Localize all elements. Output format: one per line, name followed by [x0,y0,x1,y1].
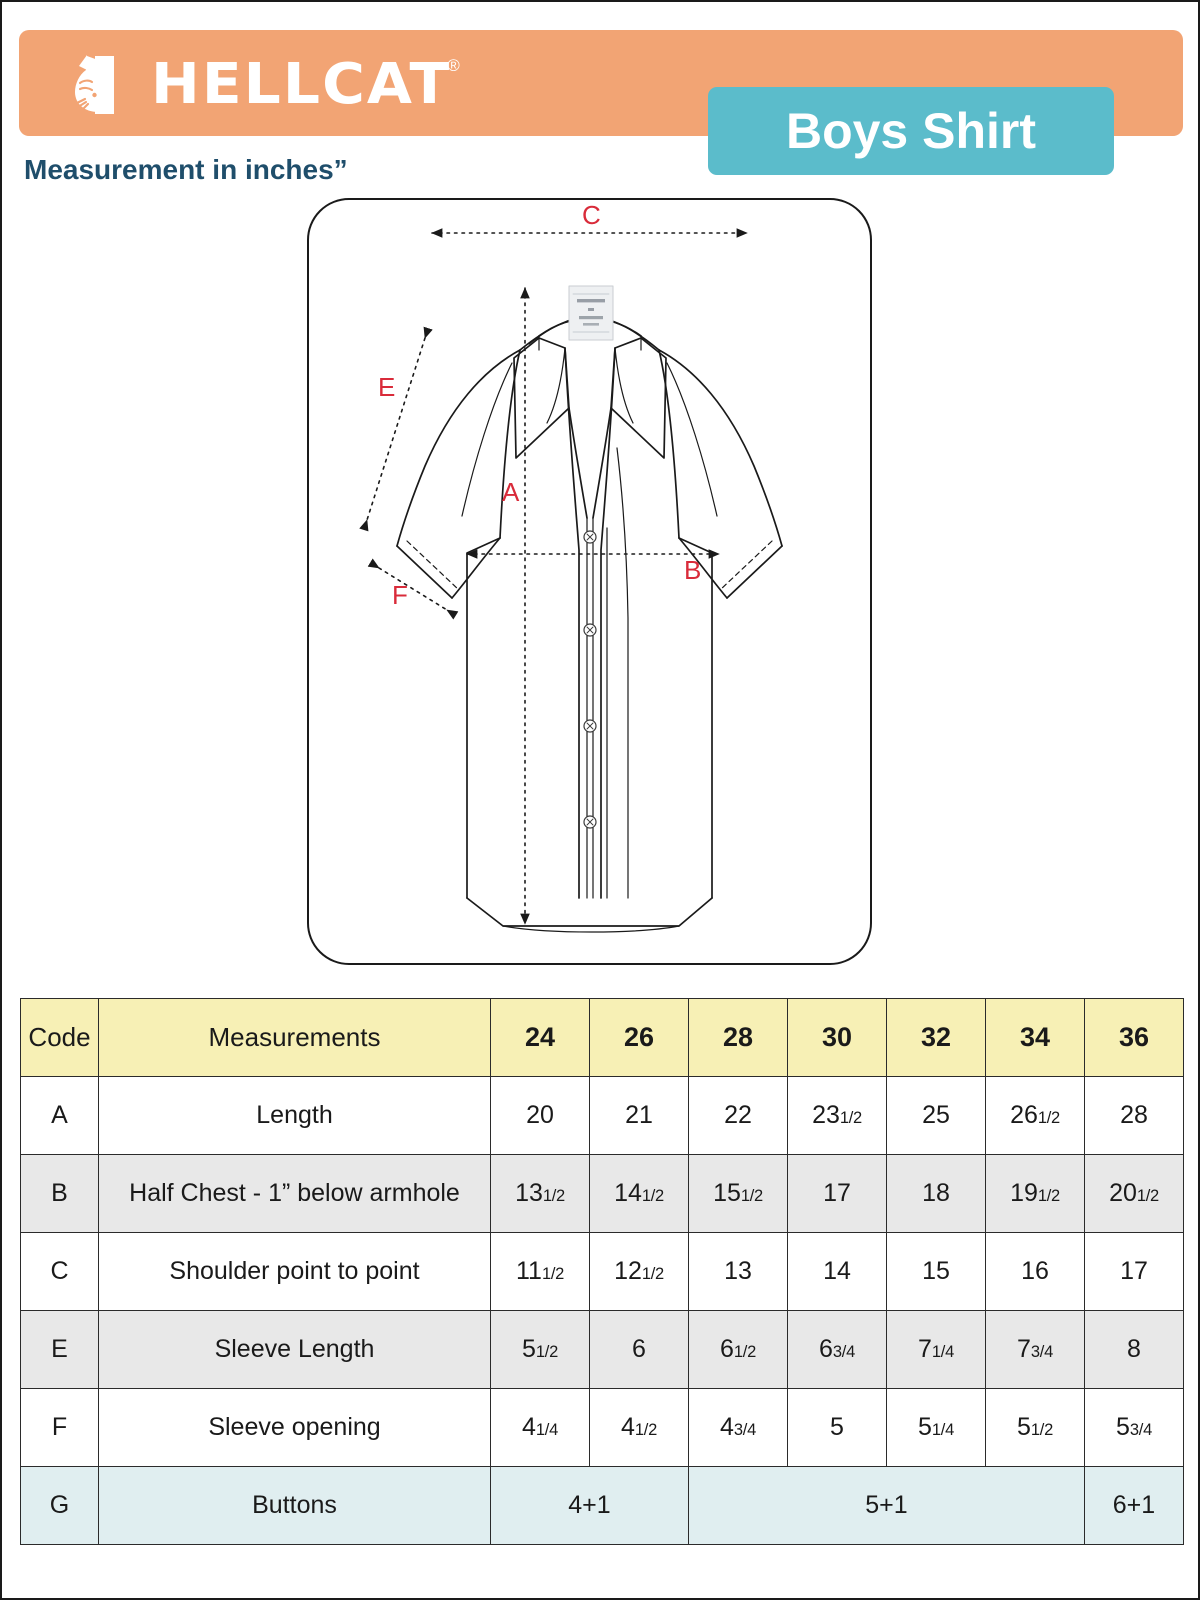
dimension-label-b: B [684,555,702,585]
header-size-36: 36 [1084,998,1184,1077]
row-value: 231/2 [787,1076,887,1155]
table-header-row: Code Measurements 24 26 28 30 32 34 36 [20,998,1184,1077]
row-value: 63/4 [787,1310,887,1389]
row-value: 25 [886,1076,986,1155]
row-value: 18 [886,1154,986,1233]
header-measurements: Measurements [98,998,491,1077]
row-measurement-name: Half Chest - 1” below armhole [98,1154,491,1233]
dimension-label-f: F [392,580,408,610]
row-code: A [20,1076,99,1155]
brand-header-band: HELLCAT ® [19,30,1183,136]
row-value: 131/2 [490,1154,590,1233]
row-value: 261/2 [985,1076,1085,1155]
buttons-value: 5+1 [688,1466,1085,1545]
row-value: 14 [787,1232,887,1311]
buttons-value: 4+1 [490,1466,689,1545]
row-value: 51/4 [886,1388,986,1467]
row-value: 151/2 [688,1154,788,1233]
header-size-32: 32 [886,998,986,1077]
row-value: 5 [787,1388,887,1467]
row-value: 17 [787,1154,887,1233]
row-value: 17 [1084,1232,1184,1311]
row-value: 22 [688,1076,788,1155]
row-measurement-name: Length [98,1076,491,1155]
row-value: 6 [589,1310,689,1389]
row-measurement-name: Sleeve opening [98,1388,491,1467]
brand-name: HELLCAT [151,52,452,117]
header-size-34: 34 [985,998,1085,1077]
row-value: 28 [1084,1076,1184,1155]
header-size-26: 26 [589,998,689,1077]
dimension-label-c: C [582,200,601,230]
row-value: 41/2 [589,1388,689,1467]
size-chart-table: Code Measurements 24 26 28 30 32 34 36 A… [20,998,1184,1545]
brand-wordmark: HELLCAT ® [151,54,460,116]
row-value: 191/2 [985,1154,1085,1233]
product-title: Boys Shirt [785,103,1037,159]
row-code: C [20,1232,99,1311]
row-value: 41/4 [490,1388,590,1467]
dimension-label-e: E [378,372,396,402]
brand-logo: HELLCAT ® [67,54,460,116]
row-value: 51/2 [985,1388,1085,1467]
row-value: 20 [490,1076,590,1155]
row-measurement-name: Buttons [98,1466,491,1545]
row-value: 43/4 [688,1388,788,1467]
row-code: B [20,1154,99,1233]
dimension-label-a: A [502,477,520,507]
row-value: 51/2 [490,1310,590,1389]
row-value: 16 [985,1232,1085,1311]
cat-head-logo-icon [67,54,129,116]
row-value: 71/4 [886,1310,986,1389]
row-value: 53/4 [1084,1388,1184,1467]
row-value: 73/4 [985,1310,1085,1389]
row-code: F [20,1388,99,1467]
product-title-badge: Boys Shirt [708,87,1114,175]
header-size-28: 28 [688,998,788,1077]
row-value: 13 [688,1232,788,1311]
row-value: 201/2 [1084,1154,1184,1233]
row-code: E [20,1310,99,1389]
row-measurement-name: Sleeve Length [98,1310,491,1389]
row-value: 141/2 [589,1154,689,1233]
header-size-24: 24 [490,998,590,1077]
header-size-30: 30 [787,998,887,1077]
row-value: 111/2 [490,1232,590,1311]
row-measurement-name: Shoulder point to point [98,1232,491,1311]
shirt-technical-drawing [359,228,783,933]
registered-trademark-icon: ® [447,56,460,75]
header-code: Code [20,998,99,1077]
row-value: 8 [1084,1310,1184,1389]
row-value: 61/2 [688,1310,788,1389]
row-value: 15 [886,1232,986,1311]
buttons-value: 6+1 [1084,1466,1184,1545]
row-value: 21 [589,1076,689,1155]
unit-note: Measurement in inches” [24,154,348,185]
row-value: 121/2 [589,1232,689,1311]
row-code: G [20,1466,99,1545]
